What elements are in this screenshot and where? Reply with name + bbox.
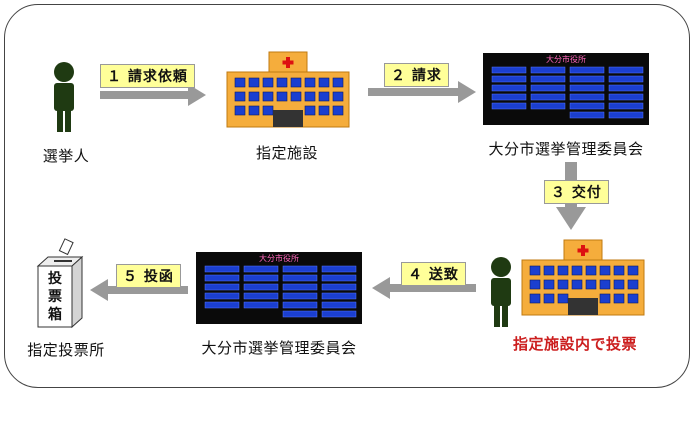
step-2-tag: ２ 請求: [384, 63, 449, 87]
step-5-tag: ５ 投函: [116, 264, 181, 288]
ballot-box-char-1: 投: [48, 271, 62, 287]
city-hall-building-icon-top: 大分市役所: [483, 53, 649, 125]
vote-in-facility-label: 指定施設内で投票: [512, 335, 638, 353]
step-4-tag: ４ 送致: [401, 262, 466, 286]
arrow-5-left: [90, 279, 188, 301]
voter-person-icon: [54, 62, 74, 132]
ballot-box-icon: 投 票 箱: [36, 238, 84, 329]
arrow-2-right: [368, 81, 476, 103]
resident-person-icon: [491, 257, 511, 327]
diagram-frame: [4, 4, 690, 388]
step-3-tag: ３ 交付: [544, 180, 609, 204]
step-1-tag: １ 請求依頼: [100, 64, 195, 88]
polling-place-label: 指定投票所: [27, 341, 105, 359]
designated-facility-label: 指定施設: [255, 144, 319, 162]
arrow-1-right: [100, 84, 206, 106]
facility-building-icon-top: [226, 51, 350, 128]
election-committee-label-top: 大分市選挙管理委員会: [488, 140, 644, 158]
ballot-box-char-3: 箱: [48, 306, 62, 323]
ballot-box-char-2: 票: [48, 289, 62, 305]
facility-building-icon-bottom: [521, 239, 645, 316]
election-committee-label-bottom: 大分市選挙管理委員会: [201, 339, 357, 357]
city-hall-sign-bottom: 大分市役所: [259, 253, 299, 263]
city-hall-building-icon-bottom: 大分市役所: [196, 252, 362, 324]
arrow-4-left: [372, 277, 476, 299]
city-hall-sign-top: 大分市役所: [546, 54, 586, 64]
voter-label: 選挙人: [42, 147, 90, 165]
